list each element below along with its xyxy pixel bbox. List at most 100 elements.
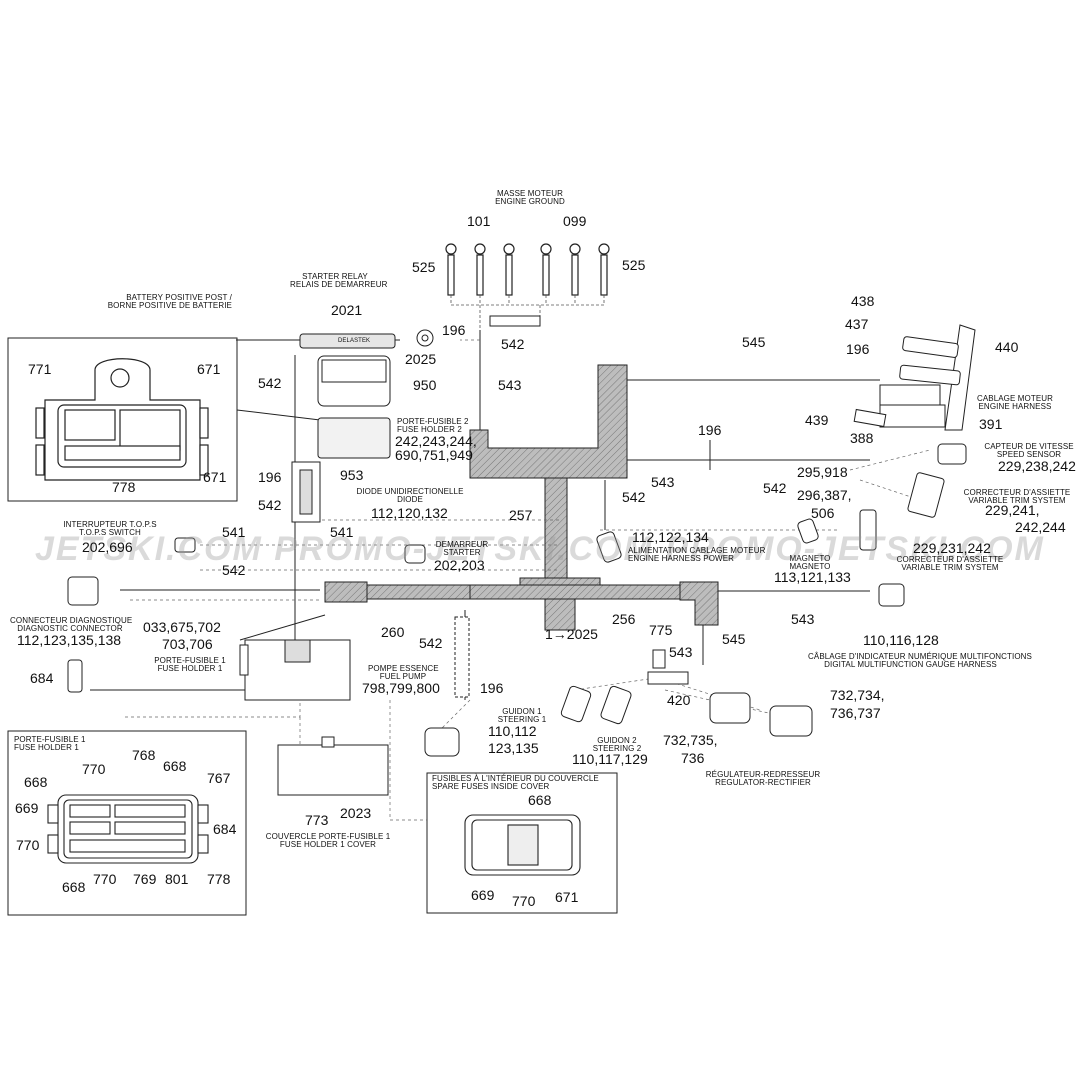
diode-refs: 112,120,132 xyxy=(371,505,448,521)
diagnostic-refs: 112,123,135,138 xyxy=(17,632,122,648)
inset-box-fuse-holder-1 xyxy=(7,730,247,916)
trim-right-refs-1: 229,241, xyxy=(985,502,1040,518)
ref-099: 099 xyxy=(563,213,587,229)
regulator-refs-2b: 736,737 xyxy=(830,705,881,721)
battery-post-label: BATTERY POSITIVE POST /BORNE POSITIVE DE… xyxy=(107,293,232,311)
fuse-holder-2-refs-1: 242,243,244, xyxy=(395,433,477,449)
ref-196-e: 196 xyxy=(698,422,722,438)
ref-525-left: 525 xyxy=(412,259,436,275)
engine-harness-part xyxy=(596,324,976,607)
spare-ref-671: 671 xyxy=(555,889,579,905)
ref-773: 773 xyxy=(305,812,329,828)
inset-spare-fuses-drawing xyxy=(464,814,581,876)
starter-relay-part xyxy=(299,329,434,459)
inset-ref-668-c: 668 xyxy=(62,879,86,895)
ref-542-f: 542 xyxy=(622,489,646,505)
ref-2021: 2021 xyxy=(331,302,363,318)
ref-525-right: 525 xyxy=(622,257,646,273)
ref-1-2025: 1→2025 xyxy=(545,626,598,642)
ref-506: 506 xyxy=(811,505,835,521)
inset-ref-769: 769 xyxy=(133,871,157,887)
main-harness-trunk xyxy=(324,364,719,631)
ref-542-e: 542 xyxy=(419,635,443,651)
gauge-refs: 110,116,128 xyxy=(863,632,939,648)
relay-brand: DELASTEK xyxy=(338,338,371,344)
ref-950: 950 xyxy=(413,377,437,393)
trim-right-refs-2: 242,244 xyxy=(1015,519,1066,535)
regulator-refs-2a: 732,734, xyxy=(830,687,885,703)
ref-2023: 2023 xyxy=(340,805,372,821)
ref-543-d: 543 xyxy=(651,474,675,490)
ref-545-b: 545 xyxy=(722,631,746,647)
fuse-holder-1-refs-2: 703,706 xyxy=(162,636,213,652)
ref-196-c: 196 xyxy=(480,680,504,696)
inset-box-spare-fuses xyxy=(426,772,618,914)
speed-sensor-refs: 229,238,242 xyxy=(998,458,1076,474)
ref-440: 440 xyxy=(995,339,1019,355)
ref-771: 771 xyxy=(28,361,52,377)
ref-545-a: 545 xyxy=(742,334,766,350)
ref-778-a: 778 xyxy=(112,479,136,495)
inset-ref-778: 778 xyxy=(207,871,231,887)
fuse-holder-1-part xyxy=(239,639,389,796)
ref-684-a: 684 xyxy=(30,670,54,686)
inset-ref-770-c: 770 xyxy=(93,871,117,887)
inset-ref-801: 801 xyxy=(165,871,189,887)
ref-542-d: 542 xyxy=(222,562,246,578)
ref-543-b: 543 xyxy=(669,644,693,660)
inset-ref-770-b: 770 xyxy=(16,837,40,853)
trim-left-refs: 229,231,242 xyxy=(913,540,991,556)
harness-refs-a: 295,918 xyxy=(797,464,848,480)
ref-541-a: 541 xyxy=(222,524,246,540)
steering-1-refs-1: 110,112 xyxy=(488,723,537,739)
fuse-holder-2-refs-2: 690,751,949 xyxy=(395,447,473,463)
ref-101: 101 xyxy=(467,213,491,229)
gauge-label: CÂBLAGE D'INDICATEUR NUMÉRIQUE MULTIFONC… xyxy=(808,652,1032,670)
ref-542-b: 542 xyxy=(258,375,282,391)
ref-543-c: 543 xyxy=(791,611,815,627)
inset-ref-669: 669 xyxy=(15,800,39,816)
ref-388: 388 xyxy=(850,430,874,446)
ref-543-a: 543 xyxy=(498,377,522,393)
ref-438: 438 xyxy=(851,293,875,309)
inset-ref-767: 767 xyxy=(207,770,231,786)
ref-437: 437 xyxy=(845,316,869,332)
ref-775: 775 xyxy=(649,622,673,638)
ref-196-b: 196 xyxy=(258,469,282,485)
ref-542-c: 542 xyxy=(258,497,282,513)
inset-box-relay-fuse xyxy=(7,337,238,502)
ref-542-g: 542 xyxy=(763,480,787,496)
inset-ref-684: 684 xyxy=(213,821,237,837)
ref-260: 260 xyxy=(381,624,405,640)
ref-2025: 2025 xyxy=(405,351,437,367)
ref-256: 256 xyxy=(612,611,636,627)
ref-391: 391 xyxy=(979,416,1003,432)
harness-refs-b: 296,387, xyxy=(797,487,852,503)
ref-439: 439 xyxy=(805,412,829,428)
inset-ref-770-a: 770 xyxy=(82,761,106,777)
ref-420: 420 xyxy=(667,692,691,708)
engine-harness-power-refs: 112,122,134 xyxy=(632,529,709,545)
inset-ref-768: 768 xyxy=(132,747,156,763)
regulator-refs-1a: 732,735, xyxy=(663,732,718,748)
